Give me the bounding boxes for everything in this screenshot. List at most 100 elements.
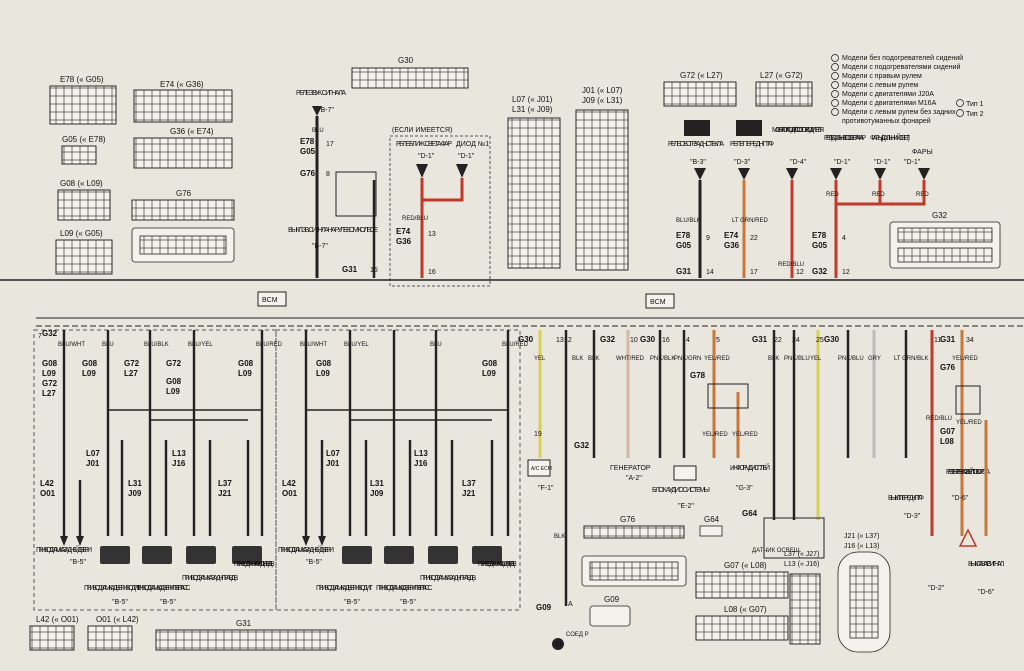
- driver-door-label-1: ПРИВОД ЗАМКА ДВЕРИ ВОДИТ.: [84, 585, 142, 592]
- svg-text:12: 12: [796, 269, 804, 276]
- svg-text:RED: RED: [916, 192, 929, 198]
- fog-switch-label: ВЫКЛ. ПЕРЕДН. ПТФ: [888, 495, 924, 502]
- conn-j01-a: J01: [86, 459, 100, 468]
- label-l13: L13 (« J16): [784, 561, 819, 568]
- bcm-label-2: BCM: [650, 299, 666, 306]
- legend-2: Модели с правым рулем: [842, 73, 922, 80]
- conn-g09-a: G09: [536, 603, 552, 612]
- if-equipped-label: (ЕСЛИ ИМЕЕТСЯ): [392, 127, 452, 134]
- svg-text:25: 25: [816, 337, 824, 344]
- label-l37: L37 (« J27): [784, 551, 819, 558]
- svg-text:PNK/BLU: PNK/BLU: [838, 356, 864, 362]
- pass-door-label-2: ПРИВОД ЗАМКА ДВЕРИ ПЕР.ПАСС.: [376, 585, 432, 592]
- conn-g07-a: G07: [940, 427, 956, 436]
- bcm-labels: BCM BCM: [36, 291, 1024, 327]
- svg-text:BLU/YEL: BLU/YEL: [344, 342, 369, 348]
- conn-j16-a: J16: [172, 459, 186, 468]
- label-o01: O01 (« L42): [96, 615, 139, 624]
- conn-g05-c: G05: [812, 241, 828, 250]
- conn-l27-b: L27: [124, 369, 138, 378]
- conn-l13-a: L13: [172, 449, 186, 458]
- haz-ref: "D-6": [978, 589, 995, 596]
- label-g05: G05 (« E78): [62, 135, 106, 144]
- conn-g30-b: G30: [640, 335, 656, 344]
- svg-text:RED: RED: [872, 192, 885, 198]
- d2-ref: "D-2": [928, 585, 945, 592]
- svg-text:4: 4: [686, 337, 690, 344]
- hi-beam-ref: "D-1": [874, 159, 891, 166]
- conn-l31-b: L31: [370, 479, 384, 488]
- conn-g76-b: G76: [940, 363, 956, 372]
- svg-text:15: 15: [370, 267, 378, 274]
- info-label: ИНФОРМ. ДИСПЛЕЙ: [730, 463, 770, 472]
- ac-ref: "F-1": [538, 485, 554, 492]
- svg-text:34: 34: [966, 337, 974, 344]
- conn-e74-a: E74: [396, 227, 411, 236]
- label-j01: J01 (« L07): [582, 86, 623, 95]
- label-l31: L31 (« J09): [512, 105, 553, 114]
- bcm-label-1: BCM: [262, 297, 278, 304]
- svg-text:YEL/RED: YEL/RED: [702, 432, 728, 438]
- svg-text:BLU/WHT: BLU/WHT: [58, 342, 85, 348]
- conn-g08-a: G08: [42, 359, 58, 368]
- conn-l27-a: L27: [42, 389, 56, 398]
- conn-g32-d: G32: [600, 335, 616, 344]
- type-1: Тип 1: [966, 101, 984, 108]
- fog-switch-ref: "D-3": [904, 513, 921, 520]
- svg-text:BLU/BLK: BLU/BLK: [144, 342, 169, 348]
- horn-switch-label: ВЫКЛ. ЗВ. СИГНЛА НА РУЛЕВОМ КОЛЕСЕ: [288, 227, 378, 234]
- svg-text:22: 22: [774, 337, 782, 344]
- legend-5: Модели с двигателями M16A: [842, 100, 937, 107]
- conn-l07-a: L07: [86, 449, 100, 458]
- conn-g30-c: G30: [824, 335, 840, 344]
- svg-text:17: 17: [326, 141, 334, 148]
- conn-g32-a: G32: [812, 267, 828, 276]
- svg-text:YEL/RED: YEL/RED: [956, 420, 982, 426]
- svg-text:YEL/RED: YEL/RED: [952, 356, 978, 362]
- connector-views-left: E78 (« G05) E74 (« G36) G05 (« E78) G36 …: [49, 75, 235, 275]
- conn-l42-b: L42: [282, 479, 296, 488]
- connector-g30-view: G30: [351, 56, 469, 89]
- svg-text:BLU/RED: BLU/RED: [256, 342, 283, 348]
- svg-text:PNK/BLU: PNK/BLU: [784, 356, 810, 362]
- svg-text:22: 22: [750, 235, 758, 242]
- conn-g72-c: G72: [166, 359, 182, 368]
- svg-text:YEL/RED: YEL/RED: [732, 432, 758, 438]
- conn-j21-a: J21: [218, 489, 232, 498]
- jb-label: МОНТ. БЛОК ПОД П/П СО СТОР ВОДИТЕЛЯ: [772, 127, 824, 134]
- fog-relay-label: РЕЛЕ ПЕРЕДН ПТФ: [730, 141, 774, 148]
- svg-text:13: 13: [556, 337, 564, 344]
- jb-ref: "D-4": [790, 159, 807, 166]
- headlamp-relay-ref: "D-1": [418, 153, 435, 160]
- label-l42: L42 (« O01): [36, 615, 79, 624]
- conn-g36-a: G36: [396, 237, 412, 246]
- svg-text:19: 19: [534, 431, 542, 438]
- svg-text:12: 12: [564, 337, 572, 344]
- label-j21: J21 (« L37): [844, 533, 879, 540]
- conn-g08-c: G08: [166, 377, 182, 386]
- svg-text:11: 11: [934, 337, 941, 344]
- rl-door-label-1: ПРИВОД ЗАМКА ЗАДН. ЛЕВ. ДВ.: [234, 561, 275, 568]
- door-ref-3: "B-5": [344, 599, 360, 606]
- svg-text:BLU/YEL: BLU/YEL: [188, 342, 213, 348]
- conn-j16-b: J16: [414, 459, 428, 468]
- svg-text:BLU: BLU: [102, 342, 114, 348]
- conn-g30-a: G30: [518, 335, 534, 344]
- svg-text:7: 7: [38, 333, 42, 340]
- svg-text:A: A: [568, 601, 573, 608]
- legend-7: противотуманных фонарей: [842, 117, 931, 125]
- audio-ref: "E-2": [678, 503, 694, 510]
- conn-g32-c: G32: [574, 441, 590, 450]
- wire-blu-blk-1: BLU/BLK: [676, 218, 701, 224]
- conn-g72-b: G72: [124, 359, 140, 368]
- conn-l09-d: L09: [238, 369, 252, 378]
- legend-0: Модели без подогревателей сидений: [842, 54, 963, 62]
- svg-text:BLK: BLK: [554, 534, 565, 540]
- legend: Модели без подогревателей сидений Модели…: [831, 54, 984, 125]
- label-j16: J16 (« L13): [844, 543, 879, 550]
- svg-text:BLU/WHT: BLU/WHT: [300, 342, 327, 348]
- g09-ground-label: СОЕД Р: [566, 632, 589, 638]
- svg-text:BLK: BLK: [768, 356, 779, 362]
- wire-red-blu-1: RED/BLU: [402, 216, 428, 222]
- conn-g05-b: G05: [676, 241, 692, 250]
